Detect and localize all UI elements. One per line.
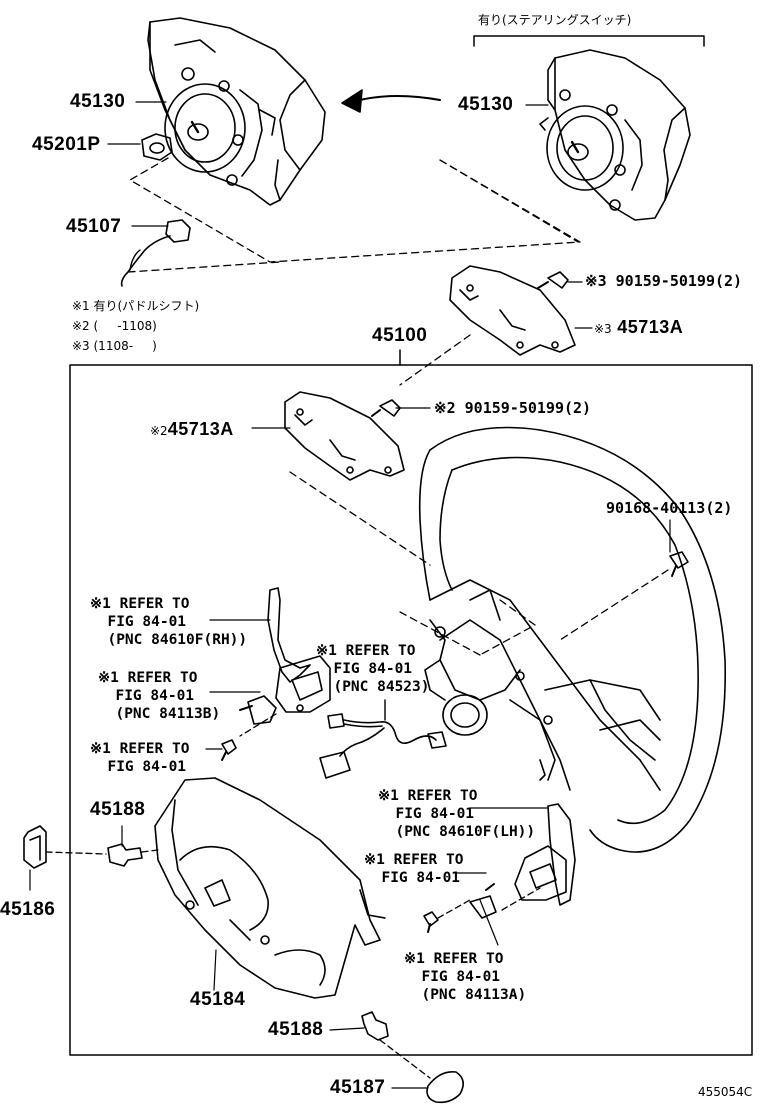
note-1: ※1 有り(パドルシフト)	[72, 299, 200, 313]
leader-dashed	[127, 157, 581, 273]
switch-b-drawing	[239, 695, 277, 725]
leader-clip-bottom	[379, 1039, 431, 1079]
label-45100: 45100	[372, 325, 428, 346]
figure-id: 455054C	[698, 1085, 753, 1099]
label-leaders	[29, 101, 671, 1089]
screw-ref4-drawing	[221, 739, 237, 761]
airbag-right-drawing	[539, 49, 691, 221]
label-90168: 90168-40113(2)	[606, 499, 733, 517]
ref-switch-b: ※1 REFER TO FIG 84-01 (PNC 84113B)	[98, 670, 221, 722]
label-45713A-3: ※3 45713A	[594, 318, 683, 336]
cap-45187-drawing	[426, 1070, 464, 1104]
steering-wheel-drawing	[418, 426, 727, 853]
cover-3-drawing	[449, 265, 576, 356]
label-45188-top: 45188	[90, 799, 146, 820]
label-45713A-2: ※245713A	[150, 420, 234, 438]
paddle-rh-drawing	[267, 587, 331, 713]
clip-top-drawing	[107, 843, 143, 867]
leader-cover3	[399, 334, 471, 386]
leader-84113b	[239, 713, 277, 737]
label-90159-2: ※2 90159-50199(2)	[434, 399, 592, 417]
airbag-left-drawing	[147, 17, 326, 206]
nut-drawing	[141, 133, 173, 161]
ref-paddle-rh: ※1 REFER TO FIG 84-01 (PNC 84610F(RH))	[90, 596, 248, 648]
note-2: ※2 ( -1108)	[72, 319, 157, 333]
note-mark-3: ※3	[594, 322, 612, 336]
leader-cover2	[289, 471, 431, 566]
connector-drawing	[120, 219, 191, 287]
label-45186: 45186	[0, 899, 56, 920]
label-45713A-2-text: 45713A	[167, 419, 234, 439]
hub-dashed	[399, 599, 536, 656]
paddle-lh-drawing	[514, 803, 576, 906]
note-3: ※3 (1108- )	[72, 339, 157, 353]
label-45130-right: 45130	[458, 94, 514, 115]
harness-drawing	[319, 699, 447, 779]
label-90159-3: ※3 90159-50199(2)	[585, 272, 743, 290]
lower-cover-drawing	[154, 777, 386, 999]
screw-ref6-drawing	[423, 911, 439, 933]
cap-45186-drawing	[23, 825, 47, 869]
label-45187: 45187	[330, 1077, 386, 1098]
screw-3-drawing	[537, 271, 569, 289]
ref-screw: ※1 REFER TO FIG 84-01	[90, 741, 190, 775]
ref-switch-a: ※1 REFER TO FIG 84-01 (PNC 84113A)	[404, 951, 527, 1003]
label-45713A-3-text: 45713A	[611, 317, 684, 337]
label-45130-left: 45130	[70, 91, 126, 112]
leader-45186-clip	[45, 851, 107, 855]
note-mark-2: ※2	[150, 424, 168, 438]
leader-90168	[559, 569, 669, 641]
ref-paddle-lh: ※1 REFER TO FIG 84-01 (PNC 84610F(LH))	[378, 788, 536, 840]
label-45184: 45184	[190, 989, 246, 1010]
ref-screw-lh: ※1 REFER TO FIG 84-01	[364, 852, 464, 886]
leader-ref6	[437, 899, 471, 919]
label-45107: 45107	[66, 216, 122, 237]
header-note: 有り(ステアリングスイッチ)	[478, 13, 632, 27]
bolt-90168-drawing	[669, 551, 689, 577]
direction-arrow	[341, 89, 441, 113]
leader-clip-cover	[141, 849, 159, 853]
assembly-box	[69, 364, 753, 1056]
clip-bottom-drawing	[361, 1011, 389, 1041]
ref-harness: ※1 REFER TO FIG 84-01 (PNC 84523)	[316, 643, 430, 695]
label-45201P: 45201P	[32, 134, 101, 155]
label-45188-bottom: 45188	[268, 1019, 324, 1040]
cover-2-drawing	[284, 391, 405, 481]
header-bracket	[473, 35, 705, 47]
switch-a-drawing	[469, 883, 497, 919]
leader-84113a	[501, 887, 541, 911]
